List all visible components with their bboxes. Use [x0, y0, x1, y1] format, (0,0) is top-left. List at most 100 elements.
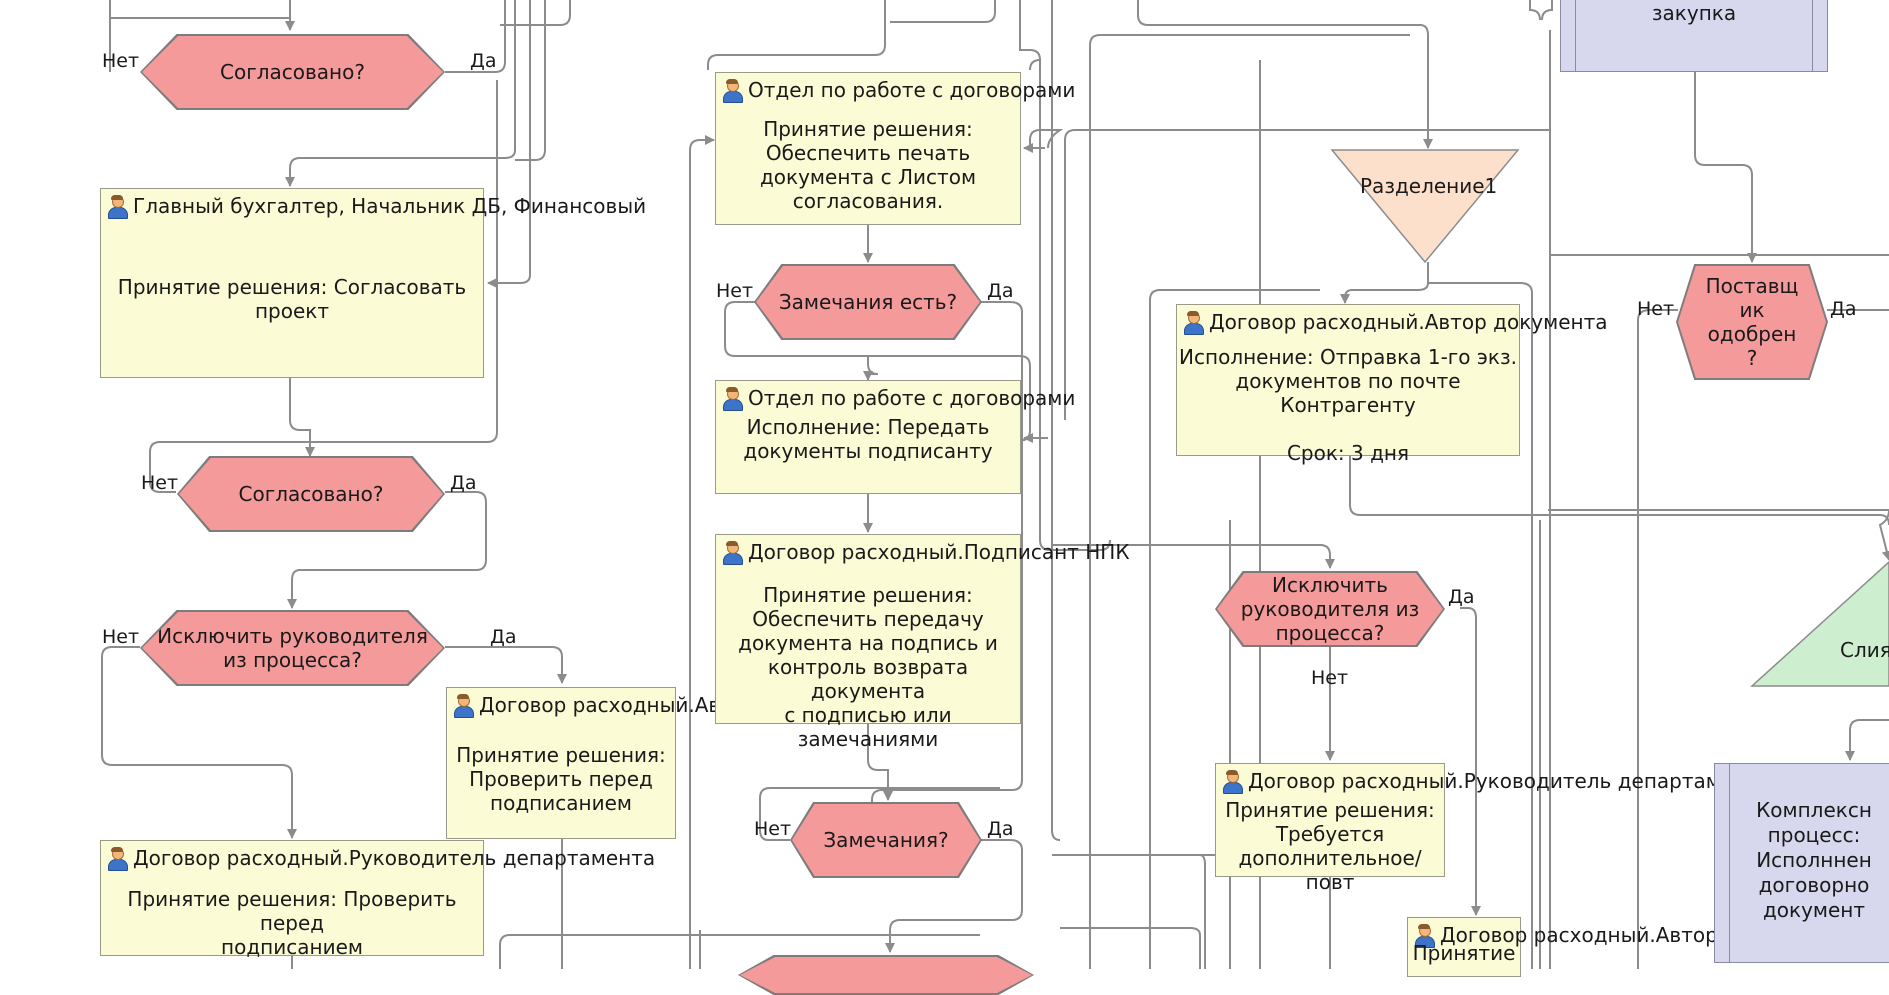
edge [287, 491, 487, 609]
edge [289, 378, 315, 457]
label-yes: Да [490, 626, 517, 648]
user-icon [722, 79, 743, 103]
decision-d3[interactable]: Исключить руководителя из процесса? [140, 610, 445, 686]
label-yes: Да [987, 818, 1014, 840]
task-text: Принятие [1412, 941, 1516, 965]
edge [1052, 544, 1335, 569]
task-text: Принятие решения: Проверить перед подпис… [456, 743, 666, 815]
decision-d6[interactable]: Исключить руководителя из процесса? [1215, 571, 1445, 647]
user-icon [722, 541, 743, 565]
task-t8[interactable]: Договор расходный.Руководитель департаме… [1215, 763, 1889, 894]
decision-d2-label: Согласовано? [179, 458, 443, 530]
task-performer: Главный бухгалтер, Начальник ДБ, Финансо… [133, 194, 647, 218]
edge [867, 723, 893, 801]
edge [863, 356, 879, 381]
edge [285, 0, 516, 187]
task-t4[interactable]: Отдел по работе с договорами Принятие ре… [715, 72, 1075, 225]
decision-d7[interactable]: Поставщ ик одобрен ? [1676, 264, 1828, 380]
edge [1548, 509, 1889, 561]
edge [885, 839, 1023, 953]
edge [1029, 58, 1111, 551]
label-yes: Да [987, 280, 1014, 302]
label-yes: Да [470, 50, 497, 72]
task-text: Принятие решения: Требуется дополнительн… [1225, 798, 1435, 894]
edge [109, 0, 295, 31]
subprocess-s2-label: Комплексн процесс: Исполннен договорно д… [1756, 798, 1872, 922]
decision-d5[interactable]: Замечания? [790, 802, 982, 878]
edge [1340, 262, 1429, 304]
user-icon [453, 694, 474, 718]
edge [515, 0, 546, 161]
edge [689, 135, 715, 969]
edge [1089, 34, 1410, 969]
decision-d1[interactable]: Согласовано? [140, 34, 445, 110]
edge [707, 0, 886, 70]
edge [1428, 282, 1533, 969]
decision-d4-label: Замечания есть? [756, 266, 980, 338]
decision-d5-label: Замечания? [792, 804, 980, 876]
subprocess-s1-label: закупка [1651, 1, 1737, 25]
edge [1137, 0, 1433, 149]
label-no: Нет [102, 626, 140, 648]
user-icon [1222, 770, 1243, 794]
edge [1080, 854, 1206, 969]
merge-label: Слия [1840, 638, 1889, 662]
edge [1064, 129, 1550, 420]
task-performer: Договор расходный.Подписант НПК [748, 540, 1130, 564]
edge [445, 646, 567, 684]
edge [1019, 0, 1041, 61]
split-label: Разделение1 [1360, 174, 1498, 198]
edge [499, 934, 980, 969]
decision-d1-label: Согласовано? [142, 36, 443, 108]
split-node[interactable] [1330, 148, 1520, 264]
decision-partial[interactable] [738, 955, 1034, 995]
edge [1060, 927, 1201, 969]
edge [500, 0, 571, 26]
decision-d4[interactable]: Замечания есть? [754, 264, 982, 340]
merge-node[interactable] [1750, 560, 1889, 688]
user-icon [1183, 311, 1204, 335]
edge [487, 0, 531, 288]
edge [1029, 129, 1064, 150]
user-icon [722, 387, 743, 411]
task-text: Принятие решения: Обеспечить передачу до… [738, 583, 998, 751]
label-no: Нет [716, 280, 754, 302]
edge [101, 646, 297, 839]
decision-d7-label: Поставщ ик одобрен ? [1678, 266, 1826, 378]
task-text: Принятие решения: Проверить перед подпис… [127, 887, 457, 959]
decision-d2[interactable]: Согласовано? [177, 456, 445, 532]
task-performer: Договор расходный.Автор документа [1209, 310, 1608, 334]
edge [1529, 0, 1541, 21]
user-icon [1414, 924, 1435, 948]
label-no: Нет [1637, 298, 1675, 320]
edge [890, 0, 996, 23]
task-performer: Отдел по работе с договорами [748, 386, 1076, 410]
task-text: Исполнение: Отправка 1-го экз. документо… [1179, 345, 1517, 465]
task-t5[interactable]: Отдел по работе с договорами Исполнение:… [715, 380, 1075, 494]
edge [1051, 0, 1061, 841]
subprocess-s2[interactable]: Комплексн процесс: Исполннен договорно д… [1714, 763, 1889, 963]
task-t9[interactable]: Договор расходный.Автор документа Принят… [1407, 917, 1839, 977]
subprocess-s1[interactable]: закупка [1560, 0, 1828, 72]
edge [871, 301, 1023, 850]
edge [445, 0, 506, 73]
task-t7[interactable]: Договор расходный.Автор документа Исполн… [1176, 304, 1608, 465]
edge [1149, 289, 1320, 969]
task-performer: Договор расходный.Руководитель департаме… [133, 846, 656, 870]
task-t6[interactable]: Договор расходный.Подписант НПК Принятие… [715, 534, 1130, 751]
edge [1541, 0, 1553, 21]
edge [1460, 607, 1481, 916]
task-text: Исполнение: Передать документы подписант… [743, 415, 993, 463]
edge [1694, 72, 1757, 263]
task-t1[interactable]: Главный бухгалтер, Начальник ДБ, Финансо… [100, 188, 646, 378]
label-no: Нет [754, 818, 792, 840]
label-yes: Да [1830, 298, 1857, 320]
user-icon [107, 195, 128, 219]
label-no: Нет [1311, 667, 1349, 689]
task-t3[interactable]: Договор расходный.Руководитель департаме… [100, 840, 655, 959]
task-text: Принятие решения: Обеспечить печать доку… [759, 117, 977, 213]
task-t2[interactable]: Договор расходный.Автор документа Принят… [446, 687, 878, 839]
edge [1349, 455, 1889, 526]
edge [759, 787, 1000, 841]
connector-lines [101, 0, 1889, 969]
